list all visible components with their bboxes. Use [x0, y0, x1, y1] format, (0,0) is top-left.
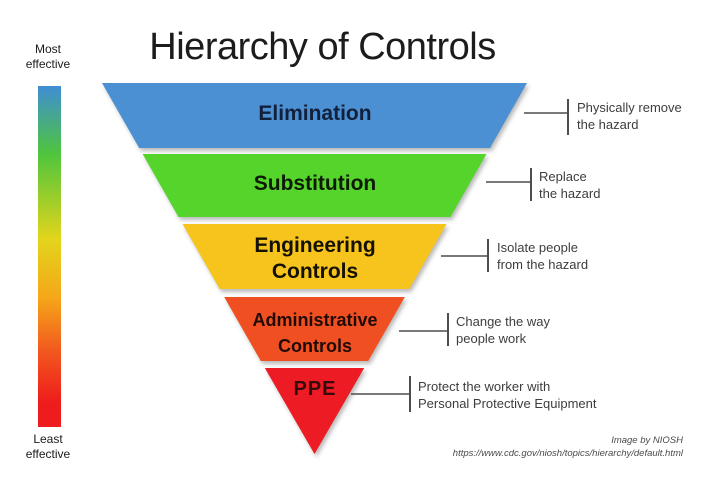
credit-attribution: Image by NIOSH: [611, 435, 683, 446]
callout-text-engineering: Isolate people from the hazard: [497, 240, 589, 272]
callout-line-ppe: [351, 376, 411, 412]
callout-text-administrative: Change the way people work: [456, 314, 550, 346]
band-substitution: [142, 154, 487, 217]
callout-text-elimination: Physically remove the hazard: [577, 100, 682, 132]
credit-url: https://www.cdc.gov/niosh/topics/hierarc…: [452, 448, 683, 459]
callout-line-engineering: [441, 239, 489, 272]
band-label-engineering-controls: Engineering Controls: [254, 234, 376, 283]
band-engineering-controls: [182, 224, 447, 289]
page-title: Hierarchy of Controls: [149, 26, 496, 68]
band-label-substitution: Substitution: [253, 172, 377, 195]
callout-line-elimination: [524, 99, 569, 135]
pyramid-bands: [102, 83, 527, 454]
callout-text-ppe: Protect the worker with Personal Protect…: [418, 379, 597, 411]
band-ppe: [264, 368, 365, 454]
least-effective-label: Least effective: [25, 432, 71, 461]
callout-line-administrative: [399, 313, 449, 346]
band-elimination: [102, 83, 527, 148]
image-credit: Image by NIOSH https://www.cdc.gov/niosh…: [453, 434, 683, 460]
band-administrative-controls: [224, 297, 405, 361]
callout-text-substitution: Replace the hazard: [539, 169, 601, 201]
band-label-elimination: Elimination: [258, 102, 372, 125]
callout-line-substitution: [486, 168, 532, 201]
callout-lines: [351, 99, 569, 412]
effectiveness-gradient-bar: [38, 86, 61, 427]
band-label-ppe: PPE: [293, 378, 337, 400]
most-effective-label: Most effective: [25, 42, 71, 71]
band-label-administrative-controls: Administrative Controls: [252, 310, 378, 356]
